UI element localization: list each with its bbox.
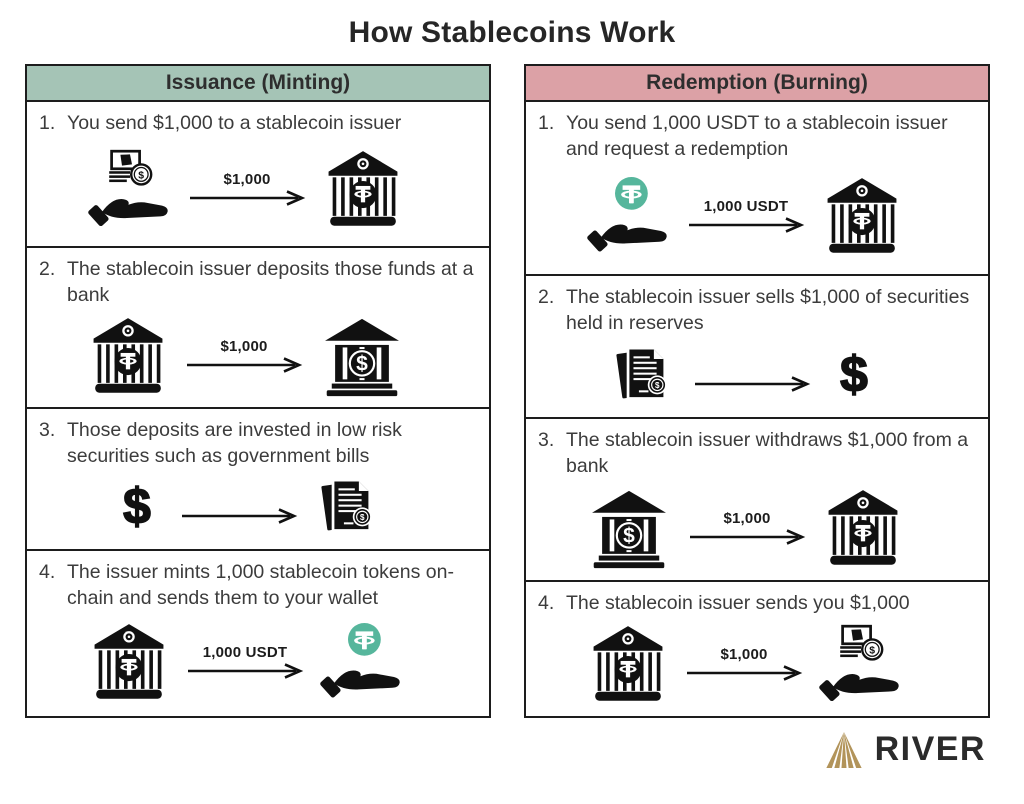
arrow-label: $1,000	[720, 646, 768, 664]
flow-arrow: 1,000 USDT	[186, 643, 304, 679]
arrow-icon	[180, 508, 296, 525]
bank-dollar-icon	[319, 313, 405, 397]
bank-tether-icon	[88, 620, 170, 702]
issuance-step-2: 2. The stablecoin issuer deposits those …	[27, 248, 489, 409]
hand-money-icon	[819, 623, 903, 703]
redemption-step-1: 1. You send 1,000 USDT to a stablecoin i…	[526, 102, 988, 276]
issuance-step-1: 1. You send $1,000 to a stablecoin issue…	[27, 102, 489, 248]
page-title: How Stablecoins Work	[348, 16, 676, 49]
step-text: 2. The stablecoin issuer sells $1,000 of…	[538, 286, 970, 334]
arrow-icon	[185, 357, 301, 373]
redemption-step-4: 4. The stablecoin issuer sends you $1,00…	[526, 582, 988, 716]
hand-money-icon	[88, 148, 172, 228]
flow-arrow	[693, 356, 811, 392]
bank-tether-icon	[87, 314, 169, 396]
redemption-step-2: 2. The stablecoin issuer sells $1,000 of…	[526, 276, 988, 419]
step-text: 2. The stablecoin issuer deposits those …	[39, 258, 474, 306]
river-logo: RIVER	[823, 730, 986, 769]
hand-tether-icon	[587, 175, 671, 255]
redemption-panel: Redemption (Burning) 1. You send 1,000 U…	[524, 64, 990, 718]
flow-arrow: $1,000	[688, 509, 806, 545]
flow-arrow	[180, 488, 298, 525]
documents-icon	[609, 340, 677, 408]
step-flow: $1,000	[39, 309, 479, 403]
arrow-icon	[685, 665, 801, 682]
flow-arrow: 1,000 USDT	[687, 197, 805, 234]
step-text: 3. Those deposits are invested in low ri…	[39, 419, 402, 467]
issuance-header: Issuance (Minting)	[27, 66, 489, 102]
arrow-icon	[188, 190, 304, 207]
footer: RIVER	[0, 718, 1024, 769]
flow-arrow: $1,000	[685, 645, 803, 682]
issuance-step-3: 3. Those deposits are invested in low ri…	[27, 409, 489, 551]
arrow-label: $1,000	[723, 509, 771, 527]
bank-tether-icon	[322, 147, 404, 229]
bank-tether-icon	[821, 174, 903, 256]
step-flow: $1,000	[538, 617, 978, 712]
arrow-label: 1,000 USDT	[202, 643, 288, 661]
arrow-icon	[688, 529, 804, 545]
arrow-label: $1,000	[223, 171, 271, 189]
flow-arrow: $1,000	[188, 170, 306, 207]
river-mountain-icon	[825, 731, 862, 768]
panels-container: Issuance (Minting) 1. You send $1,000 to…	[0, 64, 1024, 718]
flow-arrow: $1,000	[185, 337, 303, 373]
hand-tether-icon	[320, 621, 404, 701]
redemption-header: Redemption (Burning)	[526, 66, 988, 102]
step-flow	[39, 470, 479, 545]
issuance-step-4: 4. The issuer mints 1,000 stablecoin tok…	[27, 551, 489, 716]
dollar-sign-icon	[827, 343, 881, 405]
bank-tether-icon	[822, 486, 904, 568]
arrow-label: 1,000 USDT	[703, 198, 789, 216]
arrow-icon	[693, 376, 809, 392]
step-text: 1. You send 1,000 USDT to a stablecoin i…	[538, 112, 948, 160]
issuance-panel: Issuance (Minting) 1. You send $1,000 to…	[25, 64, 491, 718]
documents-icon	[314, 472, 382, 540]
step-flow	[538, 337, 978, 413]
redemption-step-3: 3. The stablecoin issuer withdraws $1,00…	[526, 419, 988, 582]
step-text: 4. The issuer mints 1,000 stablecoin tok…	[39, 561, 454, 609]
step-text: 4. The stablecoin issuer sends you $1,00…	[538, 592, 910, 614]
arrow-label: $1,000	[220, 337, 268, 355]
step-flow: 1,000 USDT	[39, 612, 479, 712]
step-flow: $1,000	[39, 137, 479, 242]
step-flow: $1,000	[538, 480, 978, 576]
step-text: 1. You send $1,000 to a stablecoin issue…	[39, 112, 402, 134]
step-flow: 1,000 USDT	[538, 163, 978, 270]
step-text: 3. The stablecoin issuer withdraws $1,00…	[538, 429, 969, 477]
river-logo-text: RIVER	[874, 730, 986, 768]
bank-dollar-icon	[586, 485, 672, 569]
bank-tether-icon	[587, 622, 669, 704]
arrow-icon	[186, 663, 302, 679]
arrow-icon	[687, 217, 803, 234]
dollar-sign-icon	[110, 475, 164, 537]
